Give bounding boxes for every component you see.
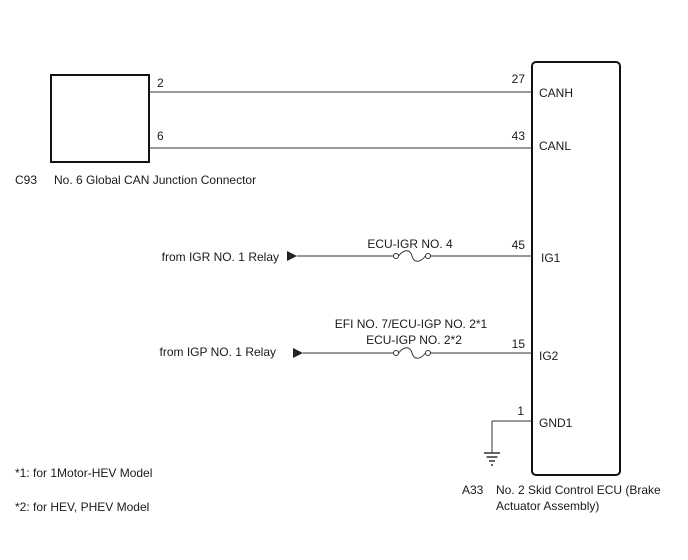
ecu-pin-canh: 27: [512, 72, 526, 86]
junction-connector-name: No. 6 Global CAN Junction Connector: [54, 173, 256, 187]
junction-connector-code: C93: [15, 173, 37, 187]
footnote-1: *1: for 1Motor-HEV Model: [15, 466, 152, 480]
ecu-terminal-ig2: IG2: [539, 349, 559, 363]
ig1-arrow-icon: [287, 251, 297, 261]
junction-pin-2: 2: [157, 76, 164, 90]
igr-fuse-icon: [398, 250, 426, 262]
ecu-pin-gnd1: 1: [517, 404, 524, 418]
ecu-code: A33: [462, 483, 484, 497]
igp-fuse-label-2: ECU-IGP NO. 2*2: [366, 333, 462, 347]
junction-connector-box: [50, 74, 150, 163]
ground-icon: [484, 452, 500, 466]
gnd-circuit: [484, 420, 532, 466]
junction-pin-6: 6: [157, 129, 164, 143]
igp-fuse-label-1: EFI NO. 7/ECU-IGP NO. 2*1: [335, 317, 488, 331]
ecu-box: [531, 61, 621, 476]
ecu-terminal-ig1: IG1: [541, 251, 561, 265]
ecu-pin-ig1: 45: [512, 238, 526, 252]
ecu-name-line2: Actuator Assembly): [496, 499, 599, 513]
ecu-terminal-canh: CANH: [539, 86, 573, 100]
ecu-terminal-gnd1: GND1: [539, 416, 573, 430]
ig2-arrow-icon: [293, 348, 303, 358]
igr-fuse-label: ECU-IGR NO. 4: [367, 237, 453, 251]
ecu-pin-canl: 43: [512, 129, 526, 143]
ecu-name-line1: No. 2 Skid Control ECU (Brake: [496, 483, 661, 497]
footnote-2: *2: for HEV, PHEV Model: [15, 500, 149, 514]
igr-source-label: from IGR NO. 1 Relay: [162, 250, 279, 264]
ecu-terminal-canl: CANL: [539, 139, 571, 153]
igp-source-label: from IGP NO. 1 Relay: [160, 345, 276, 359]
ecu-pin-ig2: 15: [512, 337, 526, 351]
igp-fuse-icon: [398, 347, 426, 359]
ig1-circuit: [287, 250, 532, 262]
ig2-circuit: [293, 347, 532, 359]
